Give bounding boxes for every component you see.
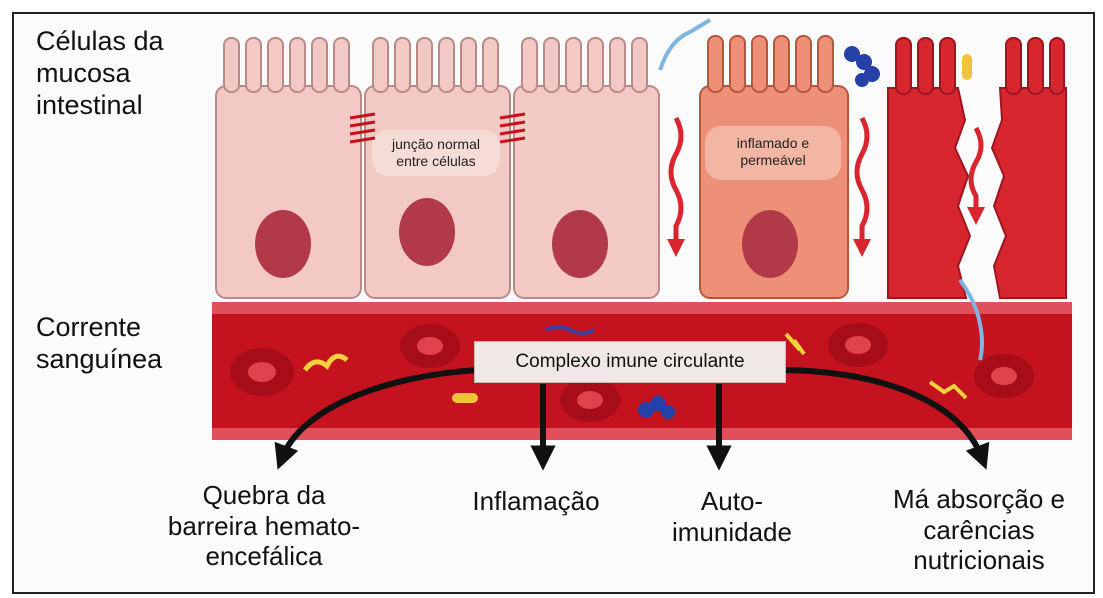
outcome-line: Inflamação (450, 486, 622, 517)
permeation-arrow-icon (971, 128, 981, 216)
note-line: junção normal (372, 136, 500, 153)
outcome-line: Auto- (650, 486, 814, 517)
permeation-arrow-icon (857, 118, 867, 248)
bacterium-icon (962, 54, 972, 80)
mucosa-label-line: intestinal (36, 90, 164, 122)
nucleus (742, 210, 798, 278)
outcome-line: carências (872, 515, 1086, 546)
nucleus (552, 210, 608, 278)
circulating-immune-complex-box: Complexo imune circulante (474, 341, 786, 383)
outcome-malabsorption-label: Má absorção e carências nutricionais (872, 484, 1086, 576)
bloodstream-label-line: Corrente (36, 312, 162, 344)
normal-epithelial-cell (514, 38, 659, 298)
damaged-epithelial-cell (888, 38, 970, 298)
red-blood-cell (560, 378, 620, 422)
outcome-line: encefálica (140, 541, 388, 572)
outcome-line: imunidade (650, 517, 814, 548)
normal-junction-note: junção normal entre células (372, 136, 500, 170)
outcome-line: Má absorção e (872, 484, 1086, 515)
mucosa-label-line: Células da (36, 26, 164, 58)
outcome-line: nutricionais (872, 545, 1086, 576)
nucleus (255, 210, 311, 278)
note-line: inflamado e (705, 135, 841, 152)
outcome-line: Quebra da (140, 480, 388, 511)
inflamed-note: inflamado e permeável (705, 135, 841, 169)
normal-epithelial-cell (216, 38, 361, 298)
outcome-bbb-label: Quebra da barreira hemato- encefálica (140, 480, 388, 572)
red-blood-cell (828, 323, 888, 367)
red-blood-cell (974, 354, 1034, 398)
mucosa-cells-label: Células da mucosa intestinal (36, 26, 164, 122)
outcome-line: barreira hemato- (140, 511, 388, 542)
red-blood-cell (230, 348, 294, 396)
red-blood-cell (400, 324, 460, 368)
bloodstream-label: Corrente sanguínea (36, 312, 162, 376)
virus-cluster-icon (844, 46, 880, 87)
note-line: permeável (705, 152, 841, 169)
permeation-arrow-icon (671, 118, 681, 248)
damaged-epithelial-cell (992, 38, 1066, 298)
note-line: entre células (372, 153, 500, 170)
nucleus (399, 198, 455, 266)
mucosa-label-line: mucosa (36, 58, 164, 90)
worm-pathogen-icon (660, 20, 710, 70)
bacterium-icon (452, 393, 478, 403)
outcome-inflammation-label: Inflamação (450, 486, 622, 517)
bloodstream-label-line: sanguínea (36, 344, 162, 376)
outcome-autoimmunity-label: Auto- imunidade (650, 486, 814, 547)
